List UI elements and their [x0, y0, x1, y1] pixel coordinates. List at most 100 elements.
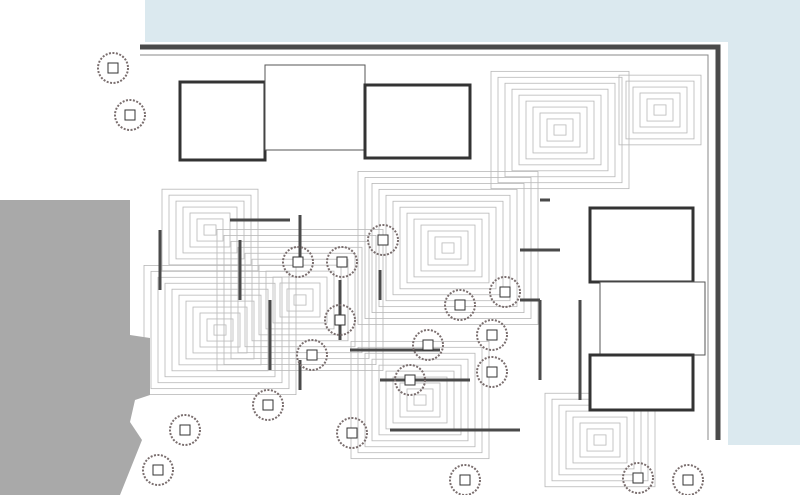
tree: [412, 329, 444, 361]
paving-line: [399, 206, 497, 290]
paving-line: [420, 224, 476, 272]
pavilion-east-north: [588, 206, 695, 284]
paving-line: [539, 112, 581, 148]
paving-line: [357, 171, 539, 325]
tree: [296, 339, 328, 371]
tree-pit: [292, 256, 304, 268]
paving-line: [504, 82, 616, 178]
paving-line: [279, 282, 321, 318]
paving-line: [371, 358, 469, 442]
waterfront-edge-inner: [140, 54, 709, 440]
tree: [169, 414, 201, 446]
tree-pit: [404, 374, 416, 386]
paving-line: [632, 86, 688, 134]
paving-line: [399, 382, 441, 418]
paving-line: [546, 118, 574, 142]
tree-pit: [124, 109, 136, 121]
paving-line: [203, 224, 217, 236]
paving-line: [511, 88, 609, 172]
paving-line: [192, 306, 248, 354]
paving-line: [157, 276, 283, 384]
paving-line: [175, 200, 245, 260]
paving-line: [350, 340, 490, 460]
tree: [672, 464, 704, 495]
pavilion-east-south: [588, 353, 695, 412]
tree-pit: [422, 339, 434, 351]
paving-line: [150, 270, 290, 390]
tree: [489, 276, 521, 308]
tree: [394, 364, 426, 396]
paving-line: [413, 394, 427, 406]
paving-line: [586, 428, 614, 452]
tree-pit: [682, 474, 694, 486]
tree: [252, 389, 284, 421]
paving-line: [143, 264, 297, 395]
paving-line: [213, 324, 227, 336]
tree-pit: [262, 399, 274, 411]
paving-line: [185, 300, 255, 360]
paving-line: [593, 434, 607, 446]
tree: [622, 462, 654, 494]
tree: [444, 289, 476, 321]
trees: [97, 52, 704, 495]
adjacent-building: [0, 200, 150, 495]
tree-pit: [306, 349, 318, 361]
paving-line: [406, 212, 490, 284]
paving-pattern: [0, 0, 702, 488]
paving-line: [565, 410, 635, 470]
paving-line: [385, 194, 511, 302]
paving-line: [293, 294, 307, 306]
garden-walls: [158, 198, 582, 432]
tree: [114, 99, 146, 131]
paving-line: [196, 218, 224, 242]
paving-line: [392, 200, 504, 296]
paving-line: [579, 422, 621, 458]
pavilion-north-west: [178, 80, 267, 162]
paving-line: [357, 346, 483, 454]
pavilion-north-east: [363, 83, 472, 160]
paving-line: [553, 124, 567, 136]
paving-mask: [0, 0, 145, 200]
paving-line: [406, 388, 434, 412]
paving-line: [518, 94, 602, 166]
paving-line: [378, 364, 462, 436]
paving-line: [653, 104, 667, 116]
tree: [97, 52, 129, 84]
paving-line: [189, 212, 231, 248]
paving-line: [378, 188, 518, 308]
pavilion-north-center: [264, 64, 366, 151]
tree: [326, 246, 358, 278]
paving-line: [572, 416, 628, 464]
tree-pit: [346, 427, 358, 439]
paving-line: [558, 404, 642, 476]
paving-line: [364, 352, 476, 448]
paving-line: [618, 74, 702, 146]
paving-line: [490, 70, 630, 190]
water-basin: [145, 0, 800, 445]
paving-line: [168, 194, 252, 266]
paving-line: [199, 312, 241, 348]
tree-pit: [179, 424, 191, 436]
tree-pit: [152, 464, 164, 476]
paving-line: [182, 206, 238, 254]
paving-line: [178, 294, 262, 366]
paving-line: [413, 218, 483, 278]
tree-pit: [377, 234, 389, 246]
paving-line: [171, 288, 269, 372]
paving-line: [497, 76, 623, 184]
paving-line: [164, 282, 276, 378]
tree: [476, 319, 508, 351]
tree-pit: [486, 329, 498, 341]
paving-line: [646, 98, 674, 122]
paving-line: [427, 230, 469, 266]
waterfront-edge: [140, 44, 721, 440]
paving-line: [392, 376, 448, 424]
paving-line: [639, 92, 681, 128]
tree: [142, 454, 174, 486]
paving-line: [525, 100, 595, 160]
paving-line: [161, 188, 259, 272]
paving-line: [371, 182, 525, 313]
paving-line: [625, 80, 695, 140]
pavilions: [178, 64, 706, 412]
